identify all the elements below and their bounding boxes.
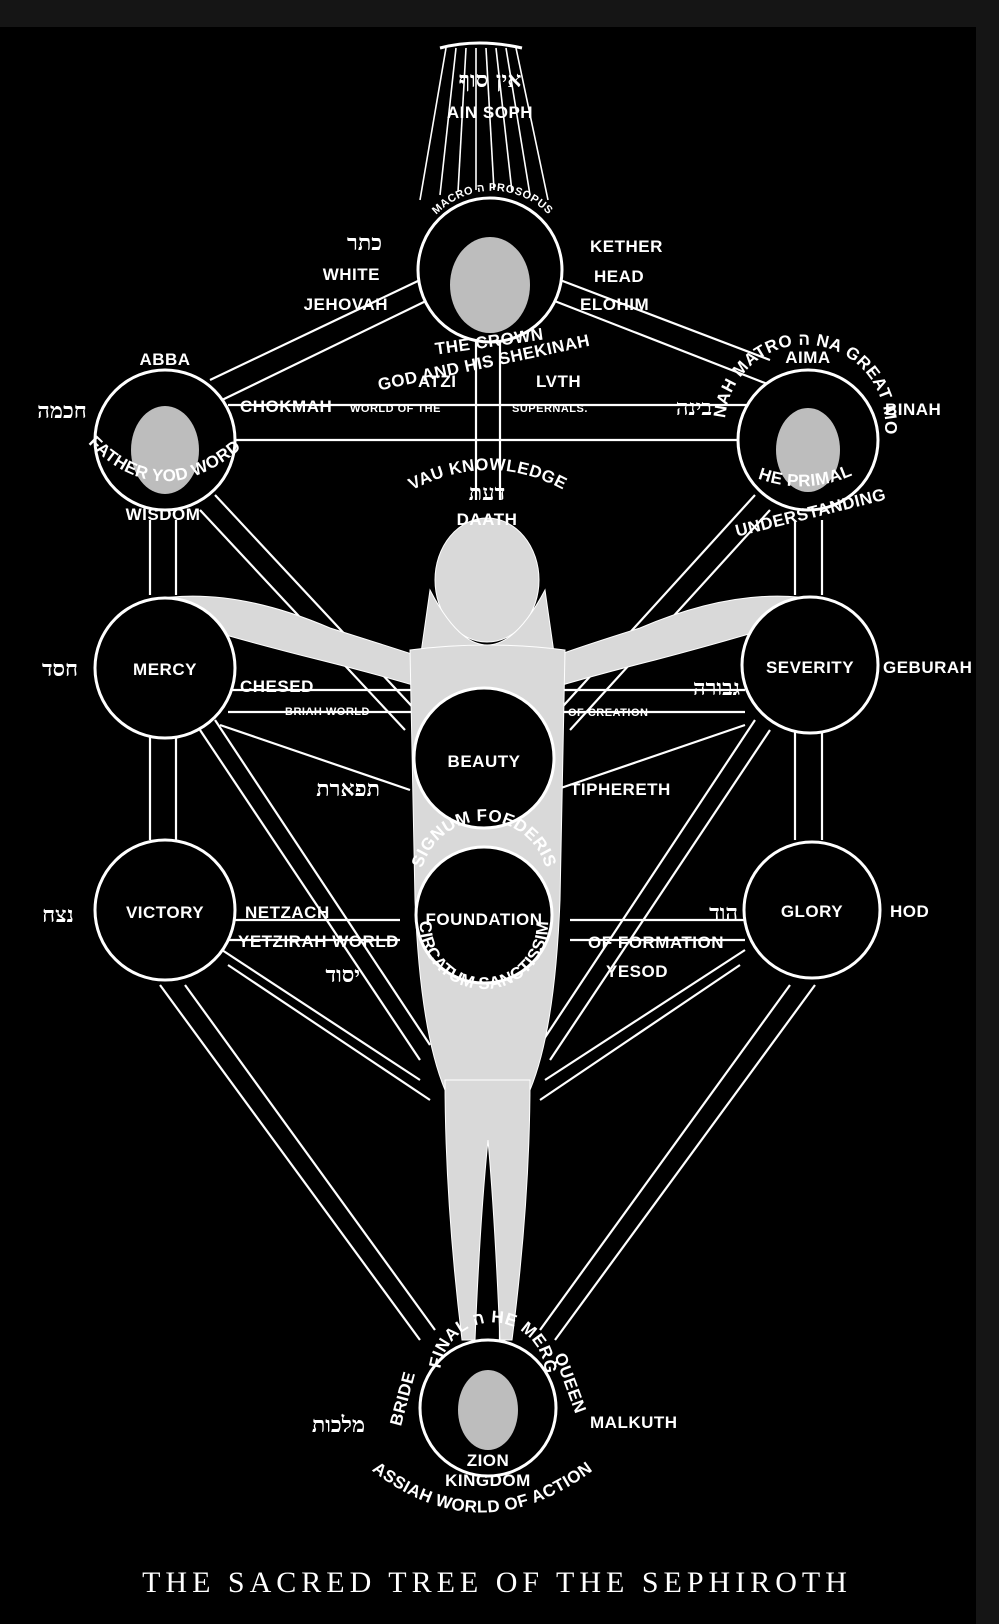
hod-label: GLORY — [781, 902, 843, 921]
bride-face — [458, 1370, 518, 1450]
tree-paths — [148, 278, 824, 1341]
atziluth-left: ATZI — [418, 372, 457, 391]
kether-right-2: ELOHIM — [580, 295, 649, 314]
geburah-label: SEVERITY — [766, 658, 854, 677]
daath-hebrew: דעת — [469, 480, 505, 506]
aima-face — [776, 408, 840, 492]
chokmah-world: WORLD OF THE — [350, 403, 441, 415]
tiphereth-label: BEAUTY — [448, 752, 521, 771]
sephiroth-circles — [93, 196, 882, 1478]
chokmah-top: ABBA — [139, 350, 190, 369]
hod-name: HOD — [890, 902, 929, 921]
chesed-hebrew: חסד — [42, 656, 78, 682]
yesod-label: FOUNDATION — [425, 910, 542, 929]
malkuth-zion: ZION — [467, 1451, 510, 1470]
geburah-world: OF CREATION — [568, 707, 648, 719]
kether-left-1: JEHOVAH — [304, 295, 388, 314]
netzach-label: VICTORY — [126, 903, 204, 922]
binah-hebrew: בינה — [676, 395, 712, 421]
chokmah-bottom: WISDOM — [126, 505, 201, 524]
chokmah-hebrew: חכמה — [37, 398, 86, 424]
geburah-name: GEBURAH — [883, 658, 972, 677]
binah-top: AIMA — [785, 348, 830, 367]
yesod-name: YESOD — [606, 962, 668, 981]
abba-face — [131, 406, 199, 494]
ain-soph-hebrew: אין סוף — [459, 67, 522, 93]
netzach-circle — [93, 838, 237, 982]
caption: THE SACRED TREE OF THE SEPHIROTH — [142, 1566, 852, 1599]
hod-circle — [742, 840, 882, 980]
netzach-world: YETZIRAH WORLD — [238, 932, 399, 951]
chokmah-name: CHOKMAH — [240, 397, 332, 416]
atziluth-right: LVTH — [536, 372, 581, 391]
malkuth-name: MALKUTH — [590, 1413, 678, 1432]
netzach-name: NETZACH — [245, 903, 330, 922]
malkuth-bride: BRIDE — [386, 1369, 419, 1427]
hod-world: OF FORMATION — [588, 933, 724, 952]
geburah-circle — [740, 595, 880, 735]
yesod-hebrew: יסוד — [326, 962, 361, 988]
tiphereth-name: TIPHERETH — [570, 780, 671, 799]
geburah-hebrew: גבורה — [693, 675, 740, 701]
netzach-hebrew: נצח — [42, 902, 74, 928]
malkuth-hebrew: מלכות — [312, 1412, 365, 1438]
kether-left-0: WHITE — [323, 265, 380, 284]
yesod-circle — [414, 845, 554, 985]
chesed-circle — [93, 596, 237, 740]
hod-hebrew: הוד — [709, 900, 738, 926]
daath-label: DAATH — [457, 510, 518, 529]
kether-right-1: HEAD — [594, 267, 644, 286]
chesed-world: BRIAH WORLD — [285, 706, 370, 718]
binah-side: BINAH — [885, 400, 941, 419]
faces — [131, 237, 840, 1450]
kether-right-0: KETHER — [590, 237, 663, 256]
chesed-label: MERCY — [133, 660, 197, 679]
tiphereth-hebrew: תפארת — [316, 776, 380, 802]
ain-soph-rays — [419, 41, 549, 201]
chokmah-world2: SUPERNALS. — [512, 403, 588, 415]
malkuth-kingdom: KINGDOM — [445, 1471, 531, 1490]
kether-face — [450, 237, 530, 333]
ain-soph-label: AIN SOPH — [447, 103, 533, 122]
tiphereth-circle — [412, 686, 556, 830]
kether-hebrew: כתר — [347, 230, 382, 256]
chesed-name: CHESED — [240, 677, 314, 696]
